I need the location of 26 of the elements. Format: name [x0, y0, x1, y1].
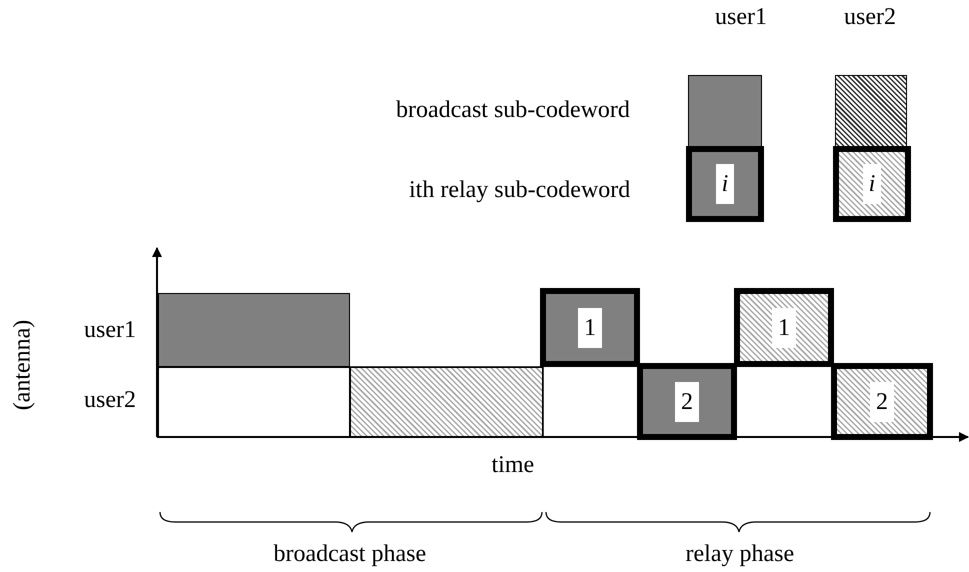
text-label: ith relay sub-codeword: [409, 176, 630, 204]
axis-label: (antenna): [8, 320, 36, 410]
row-label: user2: [84, 386, 136, 414]
column-header: user1: [715, 3, 767, 31]
phase-label: relay phase: [686, 540, 794, 568]
block-number: 2: [870, 382, 894, 422]
column-header: user2: [844, 3, 896, 31]
broadcast-block: [835, 75, 907, 148]
block-number: 2: [675, 382, 699, 422]
broadcast-block: [158, 293, 350, 367]
block-number: i: [862, 164, 882, 204]
broadcast-block: [688, 75, 762, 148]
relay-block: [831, 363, 933, 440]
relay-block: [540, 288, 640, 367]
relay-block: [833, 146, 911, 222]
row-label: user1: [84, 316, 136, 344]
relay-block: [734, 288, 834, 367]
axis-label: time: [492, 451, 534, 479]
phase-label: broadcast phase: [274, 540, 426, 568]
block-number: 1: [578, 308, 602, 348]
broadcast-block: [350, 367, 543, 437]
relay-block: [637, 363, 737, 440]
block-number: 1: [772, 308, 796, 348]
relay-block: [686, 146, 764, 222]
block-number: i: [716, 164, 734, 204]
text-label: broadcast sub-codeword: [396, 96, 630, 124]
